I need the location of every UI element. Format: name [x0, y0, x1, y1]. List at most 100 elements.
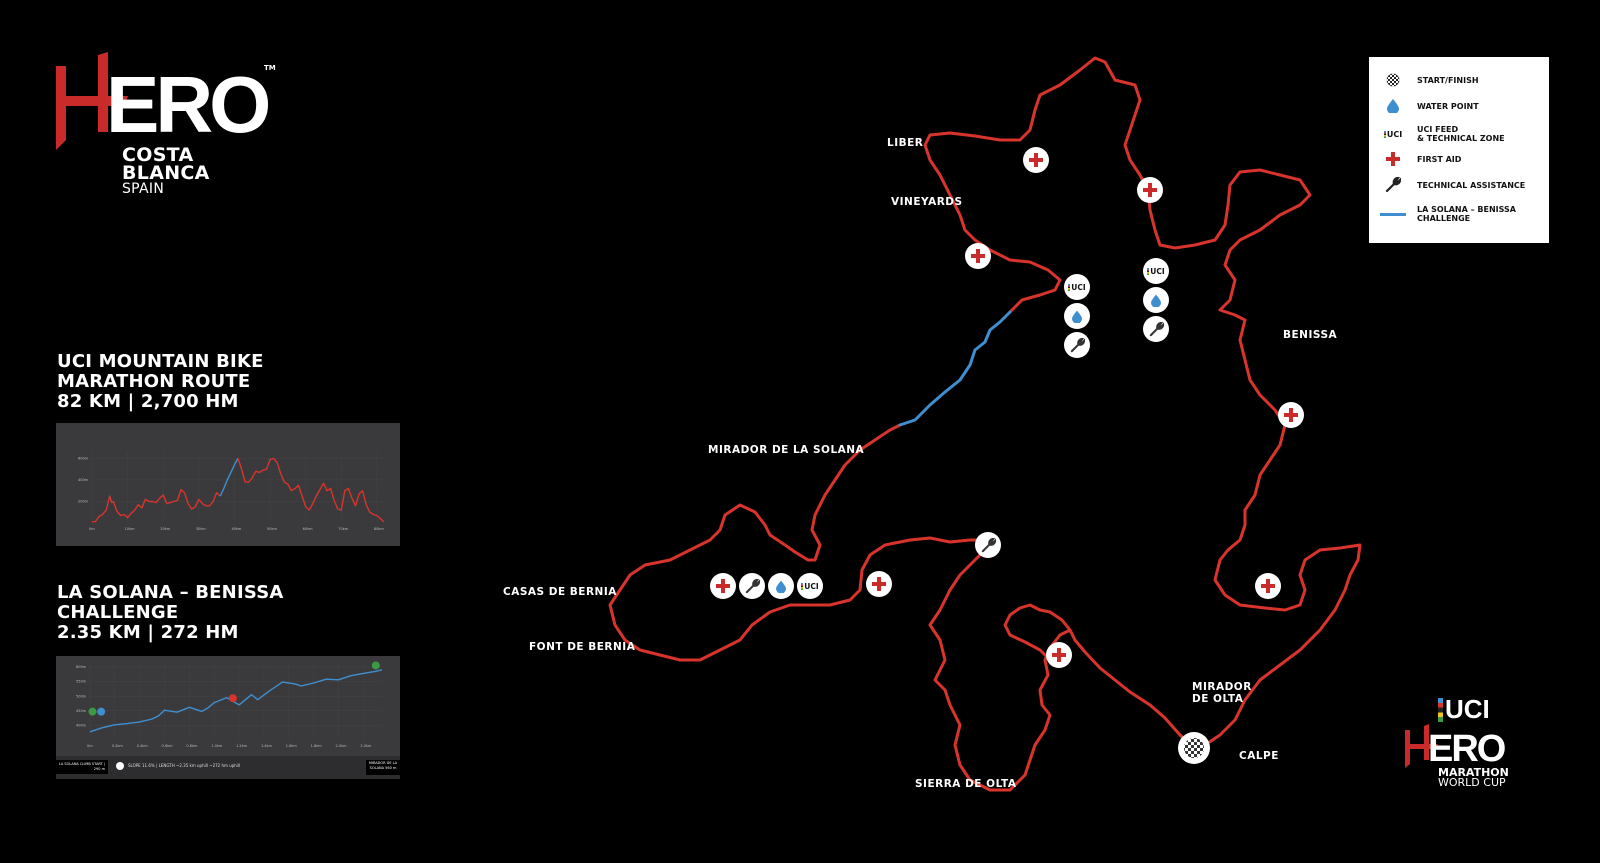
y-tick-label: 550m — [76, 680, 87, 684]
x-tick-label: 0m — [89, 527, 95, 531]
map-marker-water — [1064, 303, 1090, 329]
blue-line-icon — [1369, 212, 1417, 216]
hero-wordmark: ERO — [106, 60, 268, 149]
svg-text:ERO: ERO — [1428, 728, 1505, 770]
series-line1: MARATHON — [1438, 766, 1509, 779]
route-line — [608, 56, 1362, 792]
challenge-start-box: LA SOLANA CLIMB START | 290 m — [56, 760, 108, 774]
y-tick-label: 450m — [76, 709, 87, 713]
legend-item-water-point: WATER POINT — [1369, 95, 1549, 117]
wrench-icon — [1070, 337, 1085, 353]
map-marker-water — [768, 573, 794, 599]
place-label: SIERRA DE OLTA — [915, 778, 1017, 790]
place-label: VINEYARDS — [891, 196, 963, 208]
first-aid-icon — [1143, 183, 1157, 197]
challenge-summary: SLOPE 11.6% | LENGTH ~2.35 km uphill ~27… — [128, 763, 241, 768]
x-tick-label: 1.8km — [311, 744, 323, 748]
subtitle-spain: SPAIN — [122, 181, 165, 197]
y-tick-label: 200m — [78, 500, 89, 504]
checkered-flag-icon — [1182, 736, 1206, 760]
y-tick-label: 600m — [76, 665, 87, 669]
map-marker-wrench — [1064, 332, 1090, 358]
map-marker-uci: UCI — [797, 573, 823, 599]
series-line2: WORLD CUP — [1438, 776, 1506, 789]
x-tick-label: 0.8km — [186, 744, 198, 748]
challenge-route-line — [898, 310, 1012, 427]
place-label: CALPE — [1239, 750, 1279, 762]
place-label: DE OLTA — [1192, 693, 1244, 705]
wrench-icon — [1369, 177, 1417, 193]
x-tick-label: 80km — [374, 527, 384, 531]
x-tick-label: 0.6km — [162, 744, 174, 748]
uci-icon: UCI — [801, 582, 819, 591]
marathon-title-line2: MARATHON ROUTE — [57, 371, 251, 392]
marathon-heading: UCI MOUNTAIN BIKE MARATHON ROUTE 82 KM |… — [57, 352, 264, 412]
challenge-info-bar: LA SOLANA CLIMB START | 290 m SLOPE 11.6… — [56, 756, 400, 779]
subtitle-costa: COSTA — [122, 144, 194, 166]
map-marker-first-aid — [866, 571, 892, 597]
legend-item-start-finish: START/FINISH — [1369, 69, 1549, 91]
legend-item-first-aid: FIRST AID — [1369, 148, 1549, 170]
challenge-stats: 2.35 KM | 272 HM — [57, 622, 239, 643]
wrench-icon — [981, 537, 996, 553]
uci-icon: UCI — [1369, 130, 1417, 139]
map-marker-first-aid — [1137, 177, 1163, 203]
y-tick-label: 400m — [78, 478, 89, 482]
legend-label: START/FINISH — [1417, 75, 1479, 85]
map-legend: START/FINISH WATER POINT UCI UCI FEED& T… — [1369, 57, 1549, 243]
x-tick-label: 1.4km — [261, 744, 273, 748]
series-line — [237, 457, 385, 523]
x-tick-label: 60km — [303, 527, 313, 531]
map-marker-wrench — [1143, 316, 1169, 342]
place-label: BENISSA — [1283, 329, 1338, 341]
map-marker-first-aid — [1278, 402, 1304, 428]
map-marker-first-aid — [965, 243, 991, 269]
place-label: CASAS DE BERNIA — [503, 586, 617, 598]
x-tick-label: 30km — [196, 527, 206, 531]
place-label: LIBER — [887, 137, 924, 149]
uci-icon: UCI — [1068, 283, 1086, 292]
info-circle-icon — [116, 762, 124, 770]
first-aid-icon — [716, 579, 730, 593]
x-tick-label: 2.0km — [336, 744, 348, 748]
chart-annotation-marker — [371, 661, 380, 670]
place-label: MIRADOR DE LA SOLANA — [708, 444, 865, 456]
map-marker-wrench — [975, 532, 1001, 558]
wrench-icon — [1149, 321, 1164, 337]
y-tick-label: 500m — [76, 694, 87, 698]
y-tick-label: 600m — [78, 457, 89, 461]
checkered-flag-icon — [1369, 73, 1417, 87]
water-drop-icon — [776, 580, 786, 593]
x-tick-label: 1.6km — [286, 744, 298, 748]
map-marker-water — [1143, 287, 1169, 313]
map-marker-start-finish — [1178, 732, 1210, 764]
first-aid-icon — [1284, 408, 1298, 422]
first-aid-icon — [872, 577, 886, 591]
chart-annotation-marker — [228, 694, 237, 703]
first-aid-icon — [1261, 579, 1275, 593]
legend-item-uci-feed: UCI UCI FEED& TECHNICAL ZONE — [1369, 123, 1549, 145]
uci-rainbow-stripes — [1438, 698, 1443, 722]
water-drop-icon — [1151, 294, 1161, 307]
series-line — [91, 488, 221, 523]
place-label: FONT DE BERNIA — [529, 641, 636, 653]
legend-label: WATER POINT — [1417, 101, 1479, 111]
x-tick-label: 2.2km — [360, 744, 372, 748]
legend-label: FIRST AID — [1417, 154, 1462, 164]
water-drop-icon — [1072, 310, 1082, 323]
water-drop-icon — [1369, 99, 1417, 113]
first-aid-icon — [971, 249, 985, 263]
challenge-heading: LA SOLANA – BENISSA CHALLENGE 2.35 KM | … — [57, 583, 284, 643]
event-subtitle: COSTA BLANCA SPAIN — [122, 144, 210, 197]
chart-annotation-marker — [88, 707, 97, 716]
hero-costa-blanca-logo: ERO — [56, 52, 296, 152]
chart-annotation-marker — [97, 707, 106, 716]
map-marker-uci: UCI — [1064, 274, 1090, 300]
x-tick-label: 40km — [231, 527, 241, 531]
map-marker-uci: UCI — [1143, 258, 1169, 284]
x-tick-label: 70km — [338, 527, 348, 531]
